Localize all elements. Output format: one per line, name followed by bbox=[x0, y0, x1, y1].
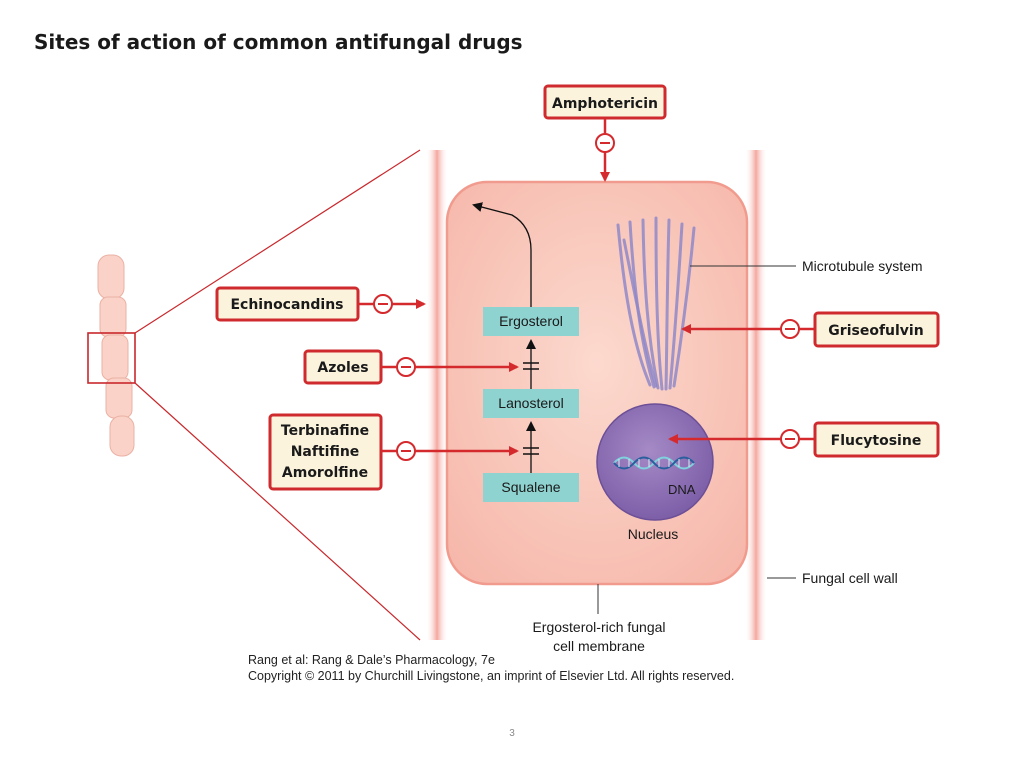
cell-wall-right bbox=[745, 150, 767, 640]
zoom-line-bottom bbox=[134, 382, 421, 641]
azoles-label: Azoles bbox=[317, 360, 368, 376]
membrane-label-line2: cell membrane bbox=[553, 638, 645, 654]
ergosterol-export-arrow bbox=[472, 202, 532, 307]
credit-copyright: Copyright © 2011 by Churchill Livingston… bbox=[248, 669, 735, 683]
microtubule-system bbox=[616, 216, 696, 391]
minus-circle-icon bbox=[396, 441, 416, 461]
flucytosine-label: Flucytosine bbox=[831, 433, 922, 449]
ergosterol-box bbox=[483, 307, 579, 336]
dna-helix-icon bbox=[613, 456, 695, 470]
squalene-box bbox=[483, 473, 579, 502]
fungal-cell-wall-label: Fungal cell wall bbox=[802, 570, 898, 586]
minus-circle-icon bbox=[396, 357, 416, 377]
minus-circle-icon bbox=[780, 429, 800, 449]
lanosterol-box bbox=[483, 389, 579, 418]
minus-circle-icon bbox=[595, 133, 615, 153]
cell-wall-left bbox=[426, 150, 448, 640]
zoom-line-top bbox=[134, 149, 421, 334]
minus-circle-icon bbox=[780, 319, 800, 339]
dna-label: DNA bbox=[668, 482, 696, 497]
credit-source: Rang et al: Rang & Dale’s Pharmacology, … bbox=[248, 653, 495, 667]
membrane-label-line1: Ergosterol-rich fungal bbox=[532, 619, 665, 635]
squalene-label: Squalene bbox=[501, 479, 560, 495]
echinocandins-label: Echinocandins bbox=[230, 297, 343, 313]
ergosterol-label: Ergosterol bbox=[499, 313, 563, 329]
zoom-region-box bbox=[87, 332, 136, 384]
fungal-hypha bbox=[97, 254, 135, 457]
cell-membrane bbox=[445, 180, 749, 586]
double-bar-block-icon bbox=[523, 362, 539, 370]
lanosterol-label: Lanosterol bbox=[498, 395, 563, 411]
naftifine-label: Naftifine bbox=[291, 444, 360, 460]
terbinafine-label: Terbinafine bbox=[281, 423, 369, 439]
amorolfine-label: Amorolfine bbox=[282, 465, 368, 481]
slide-title: Sites of action of common antifungal dru… bbox=[34, 30, 523, 54]
minus-circle-icon bbox=[373, 294, 393, 314]
nucleus-label: Nucleus bbox=[628, 526, 679, 542]
amphotericin-label: Amphotericin bbox=[552, 96, 658, 112]
griseofulvin-label: Griseofulvin bbox=[828, 323, 923, 339]
microtubule-system-label: Microtubule system bbox=[802, 258, 923, 274]
double-bar-block-icon bbox=[523, 447, 539, 455]
page-number: 3 bbox=[509, 728, 515, 739]
